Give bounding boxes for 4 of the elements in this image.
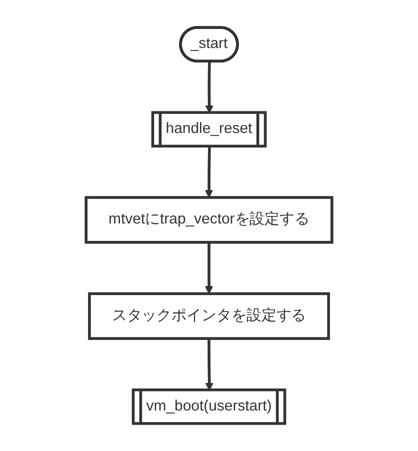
node-box: スタックポインタを設定する — [88, 292, 330, 340]
arrow — [204, 146, 214, 198]
arrow — [204, 242, 214, 294]
node-box: mtvetにtrap_vectorを設定する — [84, 196, 334, 244]
